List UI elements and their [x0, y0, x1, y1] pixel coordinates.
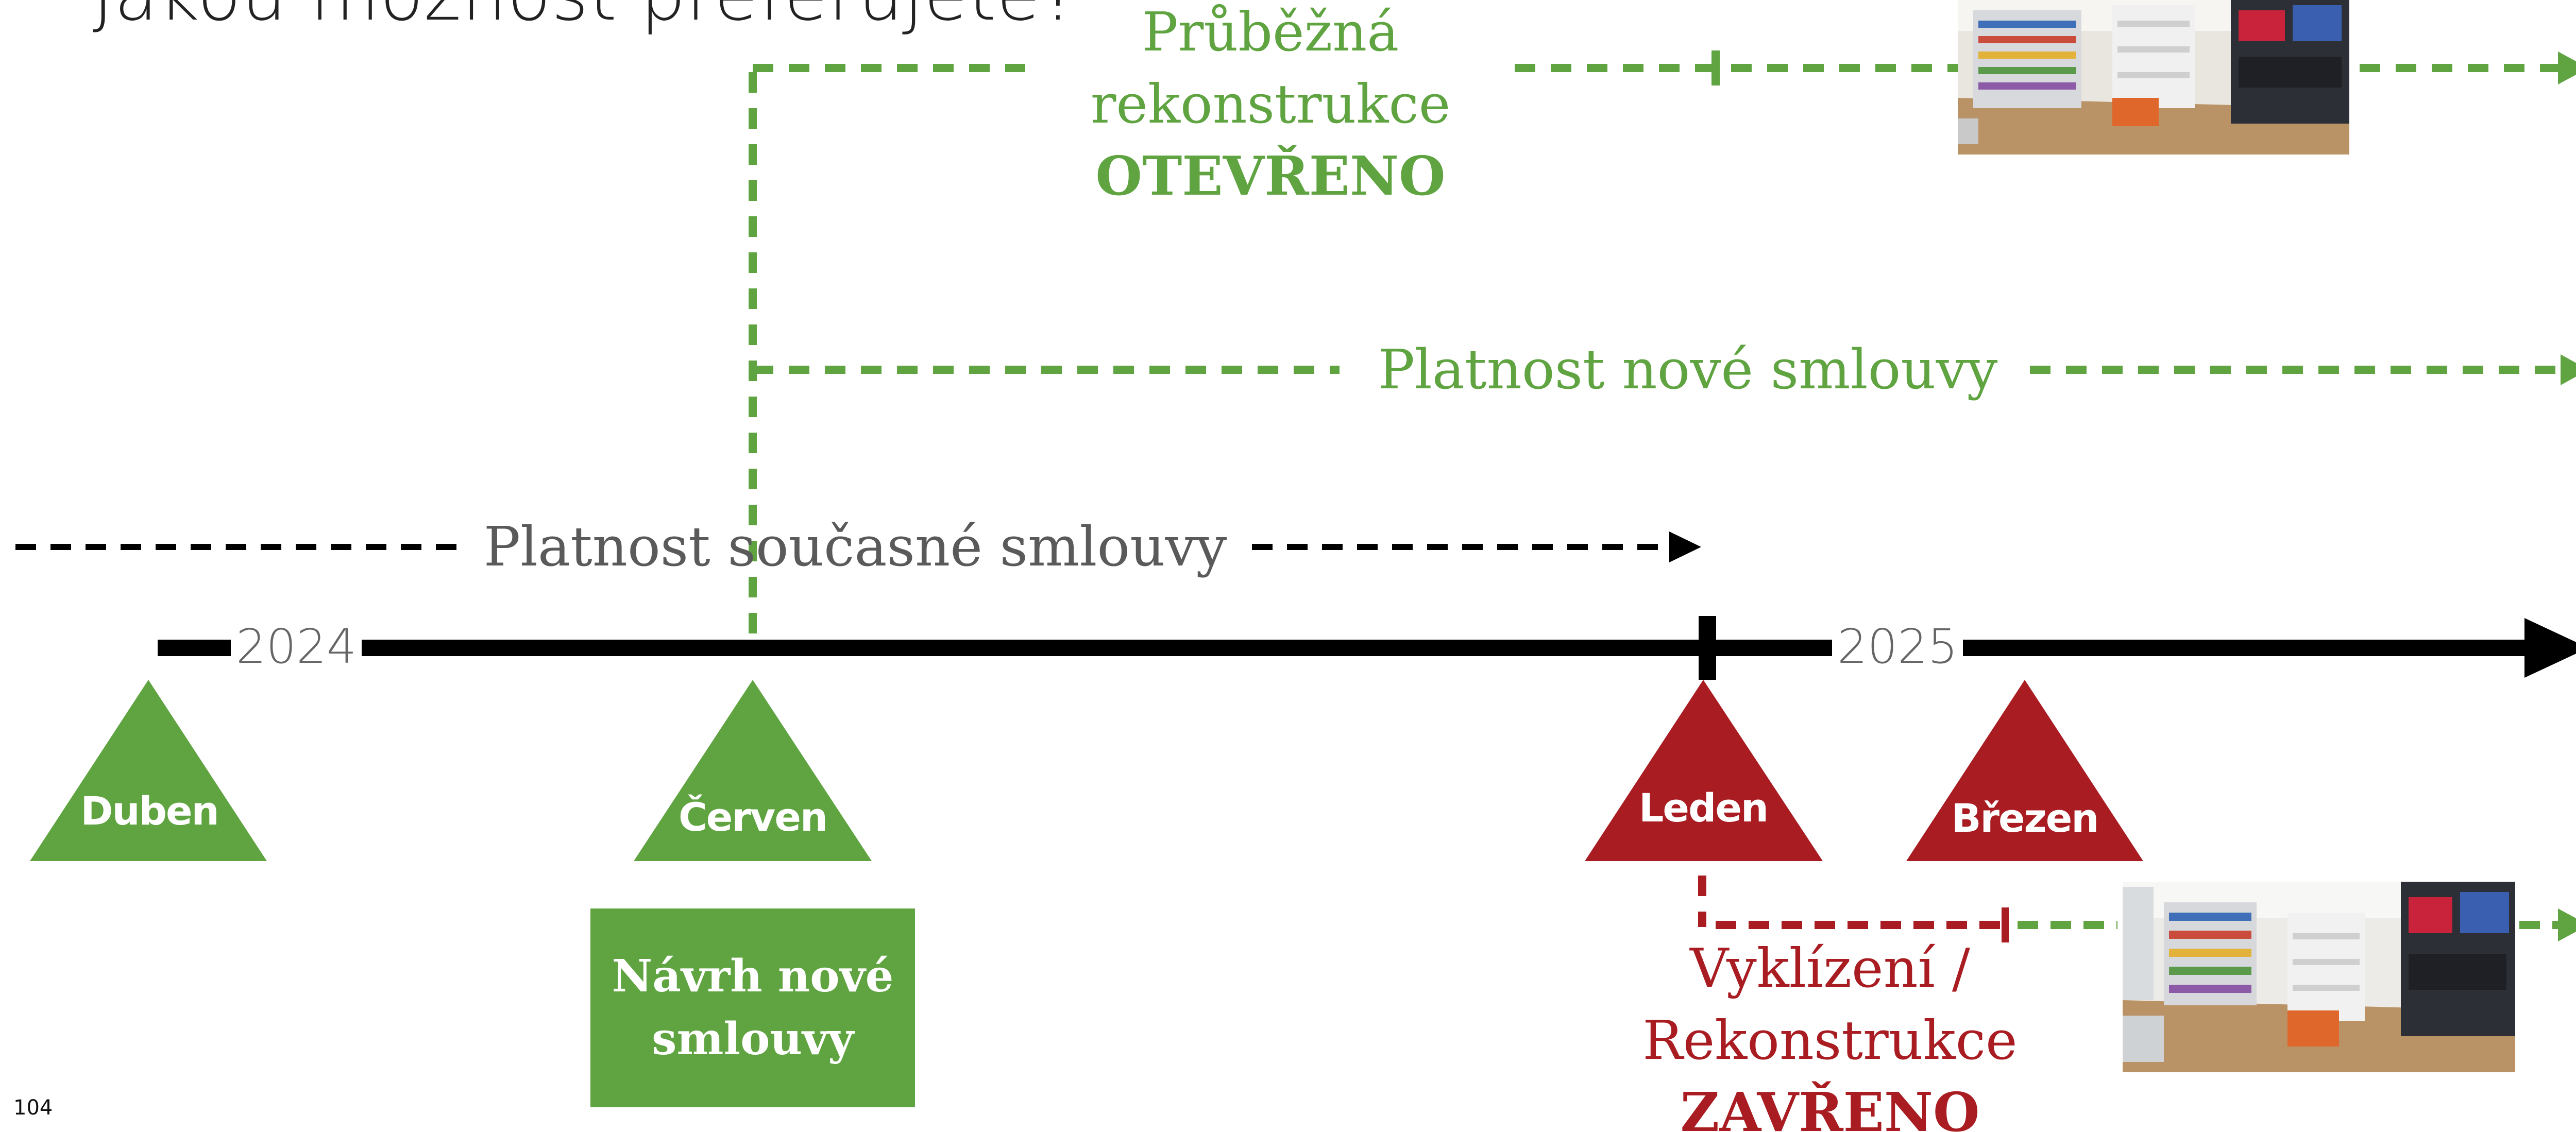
month-label-cerven: Červen — [679, 794, 828, 840]
main-timeline-axis — [158, 616, 2576, 680]
open-option-line — [753, 50, 2576, 85]
new-contract-arrowhead — [2561, 354, 2576, 385]
closed-option-line1: Vyklízení / — [1690, 937, 1970, 1000]
closed-option-line2: Rekonstrukce — [1642, 1009, 2018, 1072]
month-label-duben: Duben — [80, 788, 219, 834]
new-contract-label: Platnost nové smlouvy — [1378, 338, 1998, 401]
page-number: 104 — [13, 1096, 53, 1120]
slide-title: Jakou možnost preferujete? — [93, 0, 1079, 37]
timeline-arrowhead — [2524, 618, 2576, 678]
leden-triangle — [1585, 680, 1823, 861]
store-interior-photo-bottom — [2123, 882, 2515, 1072]
open-option-arrowhead — [2558, 52, 2576, 84]
month-label-brezen: Březen — [1951, 795, 2099, 841]
current-contract-arrowhead — [1669, 531, 1701, 562]
closed-option-text: Vyklízení / Rekonstrukce ZAVŘENO — [1624, 932, 2036, 1132]
cerven-triangle — [634, 680, 872, 861]
open-option-text: Průběžná rekonstrukce OTEVŘENO — [1064, 0, 1477, 212]
closed-option-status: ZAVŘENO — [1680, 1080, 1980, 1132]
proposal-line1: Návrh nové — [612, 950, 894, 1002]
brezen-triangle — [1906, 680, 2143, 861]
duben-triangle — [30, 680, 267, 861]
current-contract-line — [15, 531, 1701, 562]
closed-option-line — [1698, 876, 2576, 942]
current-contract-label: Platnost současné smlouvy — [483, 515, 1227, 578]
closed-option-arrowhead — [2558, 908, 2576, 941]
open-option-status: OTEVŘENO — [1095, 144, 1446, 208]
open-option-line1: Průběžná — [1142, 1, 1399, 63]
year-label-2024: 2024 — [231, 619, 362, 674]
store-interior-photo-top — [1958, 0, 2349, 155]
new-contract-proposal-box: Návrh nové smlouvy — [590, 908, 915, 1107]
open-option-line2: rekonstrukce — [1090, 73, 1451, 135]
year-label-2025: 2025 — [1832, 619, 1963, 674]
new-contract-line — [753, 354, 2576, 385]
proposal-line2: smlouvy — [652, 1013, 854, 1065]
month-label-leden: Leden — [1638, 785, 1769, 831]
